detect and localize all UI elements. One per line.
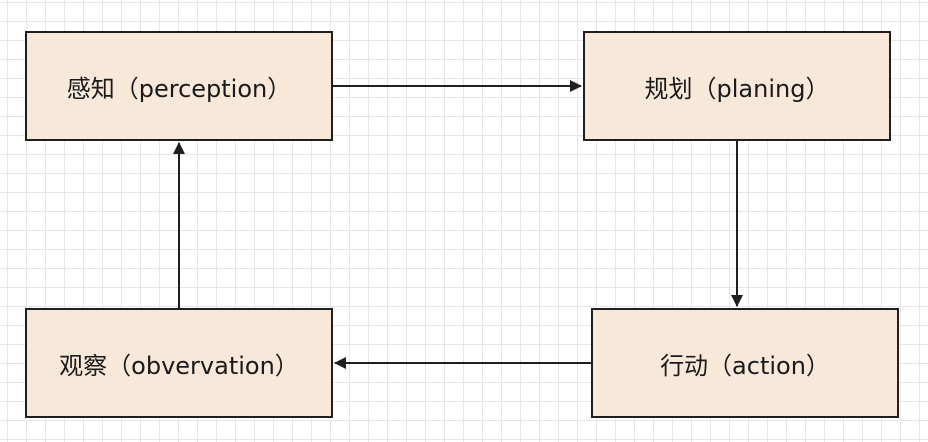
node-perception-label: 感知（perception） xyxy=(66,74,292,103)
node-action[interactable]: 行动（action） xyxy=(591,308,899,418)
node-perception[interactable]: 感知（perception） xyxy=(25,31,333,141)
node-observation-label: 观察（obvervation） xyxy=(59,351,299,380)
node-planning[interactable]: 规划（planing） xyxy=(583,31,891,141)
node-planning-label: 规划（planing） xyxy=(644,74,830,103)
node-observation[interactable]: 观察（obvervation） xyxy=(25,308,333,418)
node-action-label: 行动（action） xyxy=(660,351,830,380)
